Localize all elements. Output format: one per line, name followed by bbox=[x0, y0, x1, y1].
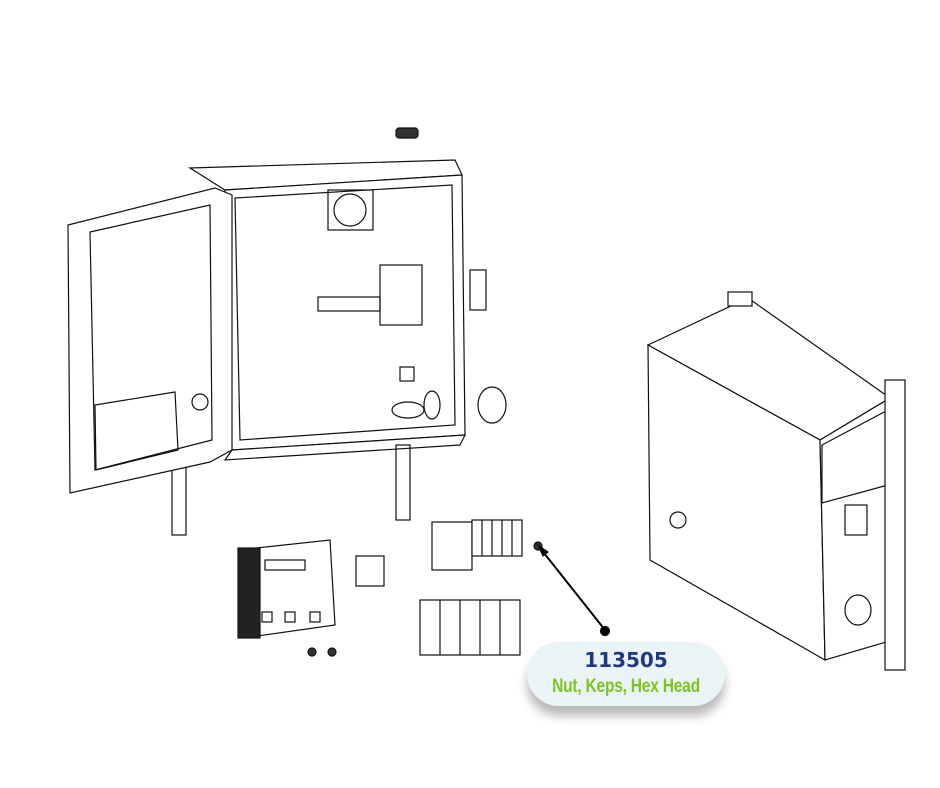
cable-gland bbox=[844, 594, 872, 626]
cable-gland bbox=[477, 386, 507, 424]
closed-enclosure bbox=[646, 291, 906, 671]
part-number: 113505 bbox=[584, 648, 668, 672]
part-description: Nut, Keps, Hex Head bbox=[552, 676, 700, 697]
controller-module bbox=[237, 539, 337, 657]
leader-line bbox=[539, 547, 606, 631]
terminal-block-lower bbox=[419, 599, 521, 656]
vent-cap bbox=[395, 127, 419, 139]
part-callout: 113505 Nut, Keps, Hex Head bbox=[527, 642, 725, 706]
relay bbox=[355, 555, 385, 587]
disconnect-switch bbox=[379, 264, 423, 326]
terminal-block-upper bbox=[431, 519, 543, 571]
fan bbox=[333, 193, 367, 227]
open-door bbox=[67, 187, 233, 494]
open-enclosure bbox=[171, 127, 507, 536]
